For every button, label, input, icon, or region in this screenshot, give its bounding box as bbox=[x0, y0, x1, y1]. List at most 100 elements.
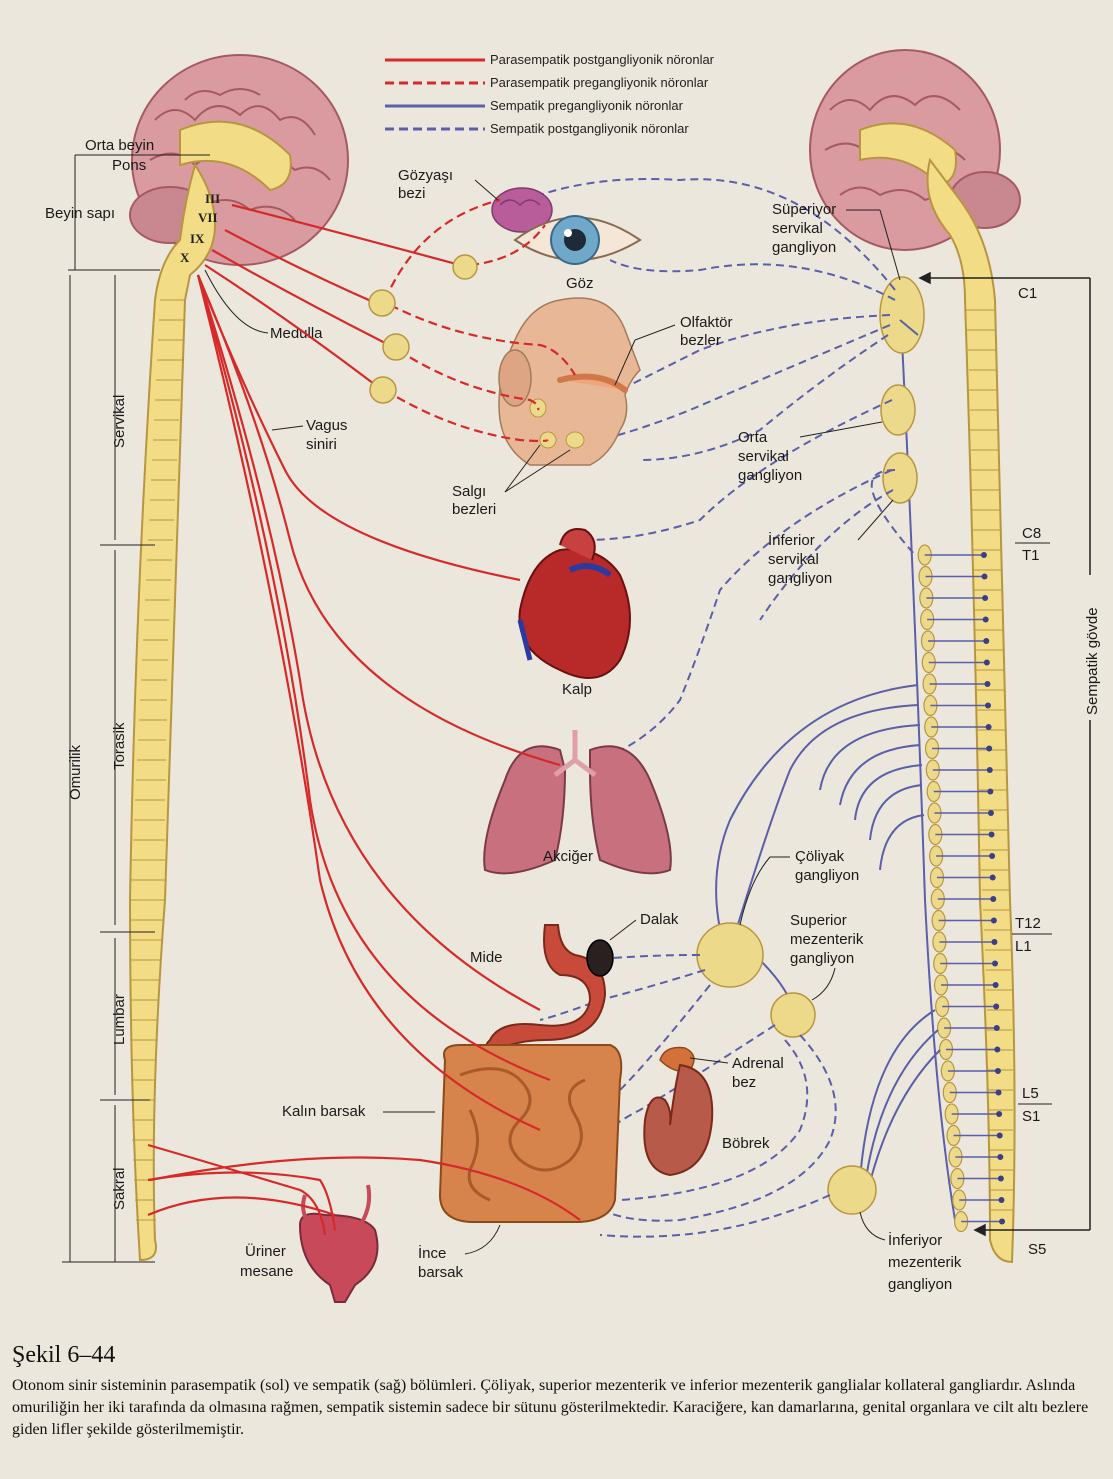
ramus-endpoint bbox=[997, 1133, 1003, 1139]
ramus-endpoint bbox=[997, 1154, 1003, 1160]
ramus-endpoint bbox=[993, 1004, 999, 1010]
label-coliyak: Çöliyak bbox=[795, 848, 845, 865]
ramus-endpoint bbox=[996, 1111, 1002, 1117]
label-omurilik: Omurilik bbox=[67, 745, 84, 800]
legend-label: Sempatik pregangliyonik nöronlar bbox=[490, 98, 684, 113]
ganglion-inferior-cervical bbox=[883, 453, 917, 503]
label-l5: L5 bbox=[1022, 1085, 1039, 1102]
ganglion-celiac bbox=[697, 923, 763, 987]
stomach bbox=[486, 925, 605, 1050]
label-kalp: Kalp bbox=[562, 681, 592, 698]
ramus-endpoint bbox=[984, 681, 990, 687]
label-s1: S1 bbox=[1022, 1108, 1040, 1125]
label-orta-servikal-3: gangliyon bbox=[738, 467, 802, 484]
ramus-endpoint bbox=[990, 896, 996, 902]
label-inferior-servikal-2: servikal bbox=[768, 551, 819, 568]
label-pons: Pons bbox=[112, 157, 146, 174]
label-gozyasi: Gözyaşı bbox=[398, 167, 453, 184]
label-kalin-barsak: Kalın barsak bbox=[282, 1103, 366, 1120]
label-coliyak-2: gangliyon bbox=[795, 867, 859, 884]
label-beyin-sapi: Beyin sapı bbox=[45, 205, 115, 222]
label-superior-mezenterik-3: gangliyon bbox=[790, 950, 854, 967]
cranial-nerve-vii: VII bbox=[198, 210, 218, 225]
ramus-endpoint bbox=[993, 982, 999, 988]
legend: Parasempatik postgangliyonik nöronlar Pa… bbox=[385, 52, 715, 136]
label-uriner-2: mesane bbox=[240, 1263, 293, 1280]
label-sakral: Sakral bbox=[111, 1167, 128, 1210]
right-spinal-cord bbox=[928, 160, 1015, 1262]
ramus-endpoint bbox=[982, 574, 988, 580]
ramus-endpoint bbox=[986, 746, 992, 752]
ramus-endpoint bbox=[990, 875, 996, 881]
label-salgi-2: bezleri bbox=[452, 501, 496, 518]
left-spinal-cord bbox=[130, 165, 215, 1260]
label-s5: S5 bbox=[1028, 1241, 1046, 1258]
label-olfaktor-2: bezler bbox=[680, 332, 721, 349]
label-inferior-servikal: İnferior bbox=[768, 531, 815, 549]
label-ince-barsak: İnce bbox=[418, 1244, 446, 1262]
ramus-endpoint bbox=[994, 1025, 1000, 1031]
ramus-endpoint bbox=[991, 918, 997, 924]
ramus-endpoint bbox=[982, 595, 988, 601]
label-akciger: Akciğer bbox=[543, 848, 593, 865]
ganglion-superior-mesenteric bbox=[771, 993, 815, 1037]
ramus-endpoint bbox=[983, 617, 989, 623]
cranial-nerve-ix: IX bbox=[190, 231, 205, 246]
label-adrenal-2: bez bbox=[732, 1074, 756, 1091]
ramus-endpoint bbox=[991, 939, 997, 945]
label-orta-servikal: Orta bbox=[738, 429, 768, 446]
label-orta-servikal-2: servikal bbox=[738, 448, 789, 465]
label-orta-beyin: Orta beyin bbox=[85, 137, 154, 154]
caption-text: Otonom sinir sisteminin parasempatik (so… bbox=[12, 1375, 1097, 1441]
label-olfaktor: Olfaktör bbox=[680, 314, 733, 331]
legend-label: Parasempatik pregangliyonik nöronlar bbox=[490, 75, 709, 90]
label-l1: L1 bbox=[1015, 938, 1032, 955]
ramus-endpoint bbox=[994, 1047, 1000, 1053]
legend-label: Parasempatik postgangliyonik nöronlar bbox=[490, 52, 715, 67]
ramus-endpoint bbox=[999, 1219, 1005, 1225]
left-brain bbox=[130, 55, 348, 265]
urinary-bladder bbox=[300, 1185, 378, 1302]
parasympathetic-ganglia bbox=[369, 255, 477, 403]
cranial-nerve-iii: III bbox=[205, 191, 220, 206]
autonomic-nervous-system-diagram: Parasempatik postgangliyonik nöronlar Pa… bbox=[0, 0, 1113, 1330]
label-servikal: Servikal bbox=[111, 395, 128, 448]
ganglion-middle-cervical bbox=[881, 385, 915, 435]
kidney bbox=[644, 1065, 712, 1175]
label-superior-servikal: Süperiyor bbox=[772, 201, 836, 218]
label-t1: T1 bbox=[1022, 547, 1040, 564]
ramus-endpoint bbox=[988, 810, 994, 816]
figure-caption: Şekil 6–44 Otonom sinir sisteminin paras… bbox=[12, 1342, 1097, 1441]
legend-label: Sempatik postgangliyonik nöronlar bbox=[490, 121, 689, 136]
label-lumbar: Lumbar bbox=[111, 994, 128, 1045]
right-brain bbox=[810, 50, 1020, 250]
label-superior-mezenterik-2: mezenterik bbox=[790, 931, 864, 948]
label-salgi: Salgı bbox=[452, 483, 486, 500]
ramus-endpoint bbox=[989, 853, 995, 859]
ramus-endpoint bbox=[984, 660, 990, 666]
label-c8: C8 bbox=[1022, 525, 1041, 542]
caption-title: Şekil 6–44 bbox=[12, 1342, 1097, 1369]
label-goz: Göz bbox=[566, 275, 594, 292]
ramus-endpoint bbox=[987, 767, 993, 773]
label-t12: T12 bbox=[1015, 915, 1041, 932]
ramus-endpoint bbox=[989, 832, 995, 838]
spleen bbox=[587, 940, 613, 976]
label-inferior-mezenterik: İnferiyor bbox=[888, 1231, 942, 1249]
label-vagus-2: siniri bbox=[306, 436, 337, 453]
label-dalak: Dalak bbox=[640, 911, 679, 928]
ramus-endpoint bbox=[992, 961, 998, 967]
label-gozyasi-2: bezi bbox=[398, 185, 426, 202]
ramus-endpoint bbox=[986, 724, 992, 730]
label-superior-servikal-3: gangliyon bbox=[772, 239, 836, 256]
label-uriner: Üriner bbox=[245, 1242, 286, 1260]
ramus-endpoint bbox=[996, 1090, 1002, 1096]
heart bbox=[520, 529, 631, 678]
cranial-nerve-x: X bbox=[180, 250, 190, 265]
ramus-endpoint bbox=[998, 1197, 1004, 1203]
label-inferior-servikal-3: gangliyon bbox=[768, 570, 832, 587]
label-adrenal: Adrenal bbox=[732, 1055, 784, 1072]
label-ince-barsak-2: barsak bbox=[418, 1264, 464, 1281]
label-superior-servikal-2: servikal bbox=[772, 220, 823, 237]
label-sempatik-govde: Sempatik gövde bbox=[1084, 607, 1101, 715]
